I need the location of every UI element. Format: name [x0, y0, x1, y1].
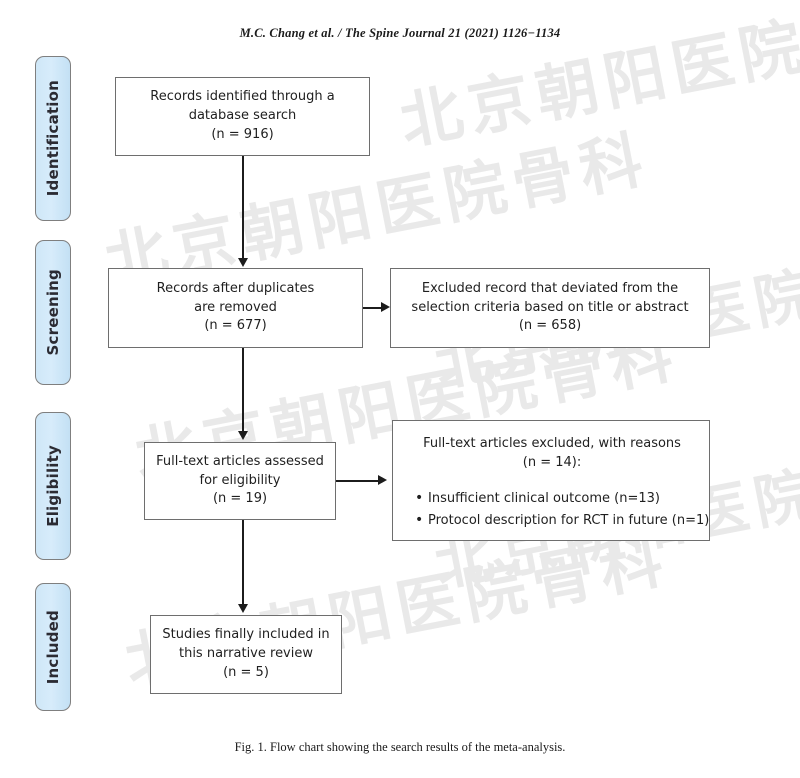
arrow-right-icon [381, 301, 390, 312]
figure-caption: Fig. 1. Flow chart showing the search re… [234, 740, 566, 754]
stage-label-included: Included [35, 583, 71, 711]
arrow-down-icon [237, 604, 248, 613]
box-line: Records after duplicates [156, 280, 315, 296]
box-line: for eligibility [199, 472, 281, 488]
connector-fulltext-to-included [242, 520, 244, 606]
arrow-right-icon [378, 474, 387, 485]
arrow-down-icon [237, 431, 248, 440]
box-line: selection criteria based on title or abs… [411, 299, 689, 315]
exclusion-reason-list: Insufficient clinical outcome (n=13) Pro… [409, 487, 709, 532]
stage-label-text: Eligibility [44, 445, 62, 527]
box-line: database search [188, 108, 297, 124]
running-head: M.C. Chang et al. / The Spine Journal 21… [239, 26, 561, 40]
stage-label-eligibility: Eligibility [35, 412, 71, 560]
connector-duplicates-to-excluded [363, 307, 383, 309]
box-line: this narrative review [178, 646, 313, 662]
box-excluded-records: Excluded record that deviated from the s… [390, 268, 710, 348]
box-line: are removed [194, 299, 277, 315]
stage-label-text: Included [44, 609, 62, 685]
connector-duplicates-to-fulltext [242, 348, 244, 433]
stage-label-screening: Screening [35, 240, 71, 385]
box-records-after-duplicates: Records after duplicates are removed (n … [108, 268, 363, 348]
box-line: (n = 658) [518, 318, 582, 334]
connector-identified-to-duplicates [242, 156, 244, 260]
box-fulltext-excluded-reasons: Full-text articles excluded, with reason… [392, 420, 710, 541]
box-line: Records identified through a [150, 89, 335, 105]
box-line: Full-text articles excluded, with reason… [423, 436, 681, 451]
box-line: (n = 677) [204, 318, 267, 334]
box-line: (n = 19) [212, 491, 268, 507]
list-item: Insufficient clinical outcome (n=13) [415, 488, 695, 509]
box-line: (n = 916) [211, 126, 274, 142]
box-line: (n = 14): [522, 454, 582, 470]
stage-label-identification: Identification [35, 56, 71, 221]
stage-label-text: Screening [44, 269, 62, 356]
arrow-down-icon [237, 258, 248, 267]
box-fulltext-assessed: Full-text articles assessed for eligibil… [144, 442, 336, 520]
list-item: Protocol description for RCT in future (… [415, 510, 709, 531]
box-line: Studies finally included in [162, 627, 330, 643]
connector-fulltext-to-reasons [336, 480, 380, 482]
box-line: Full-text articles assessed [156, 453, 324, 469]
box-line: (n = 5) [223, 664, 269, 680]
box-records-identified: Records identified through a database se… [115, 77, 370, 156]
box-studies-included: Studies finally included in this narrati… [150, 615, 342, 694]
stage-label-text: Identification [44, 80, 62, 197]
box-line: Excluded record that deviated from the [421, 280, 679, 296]
